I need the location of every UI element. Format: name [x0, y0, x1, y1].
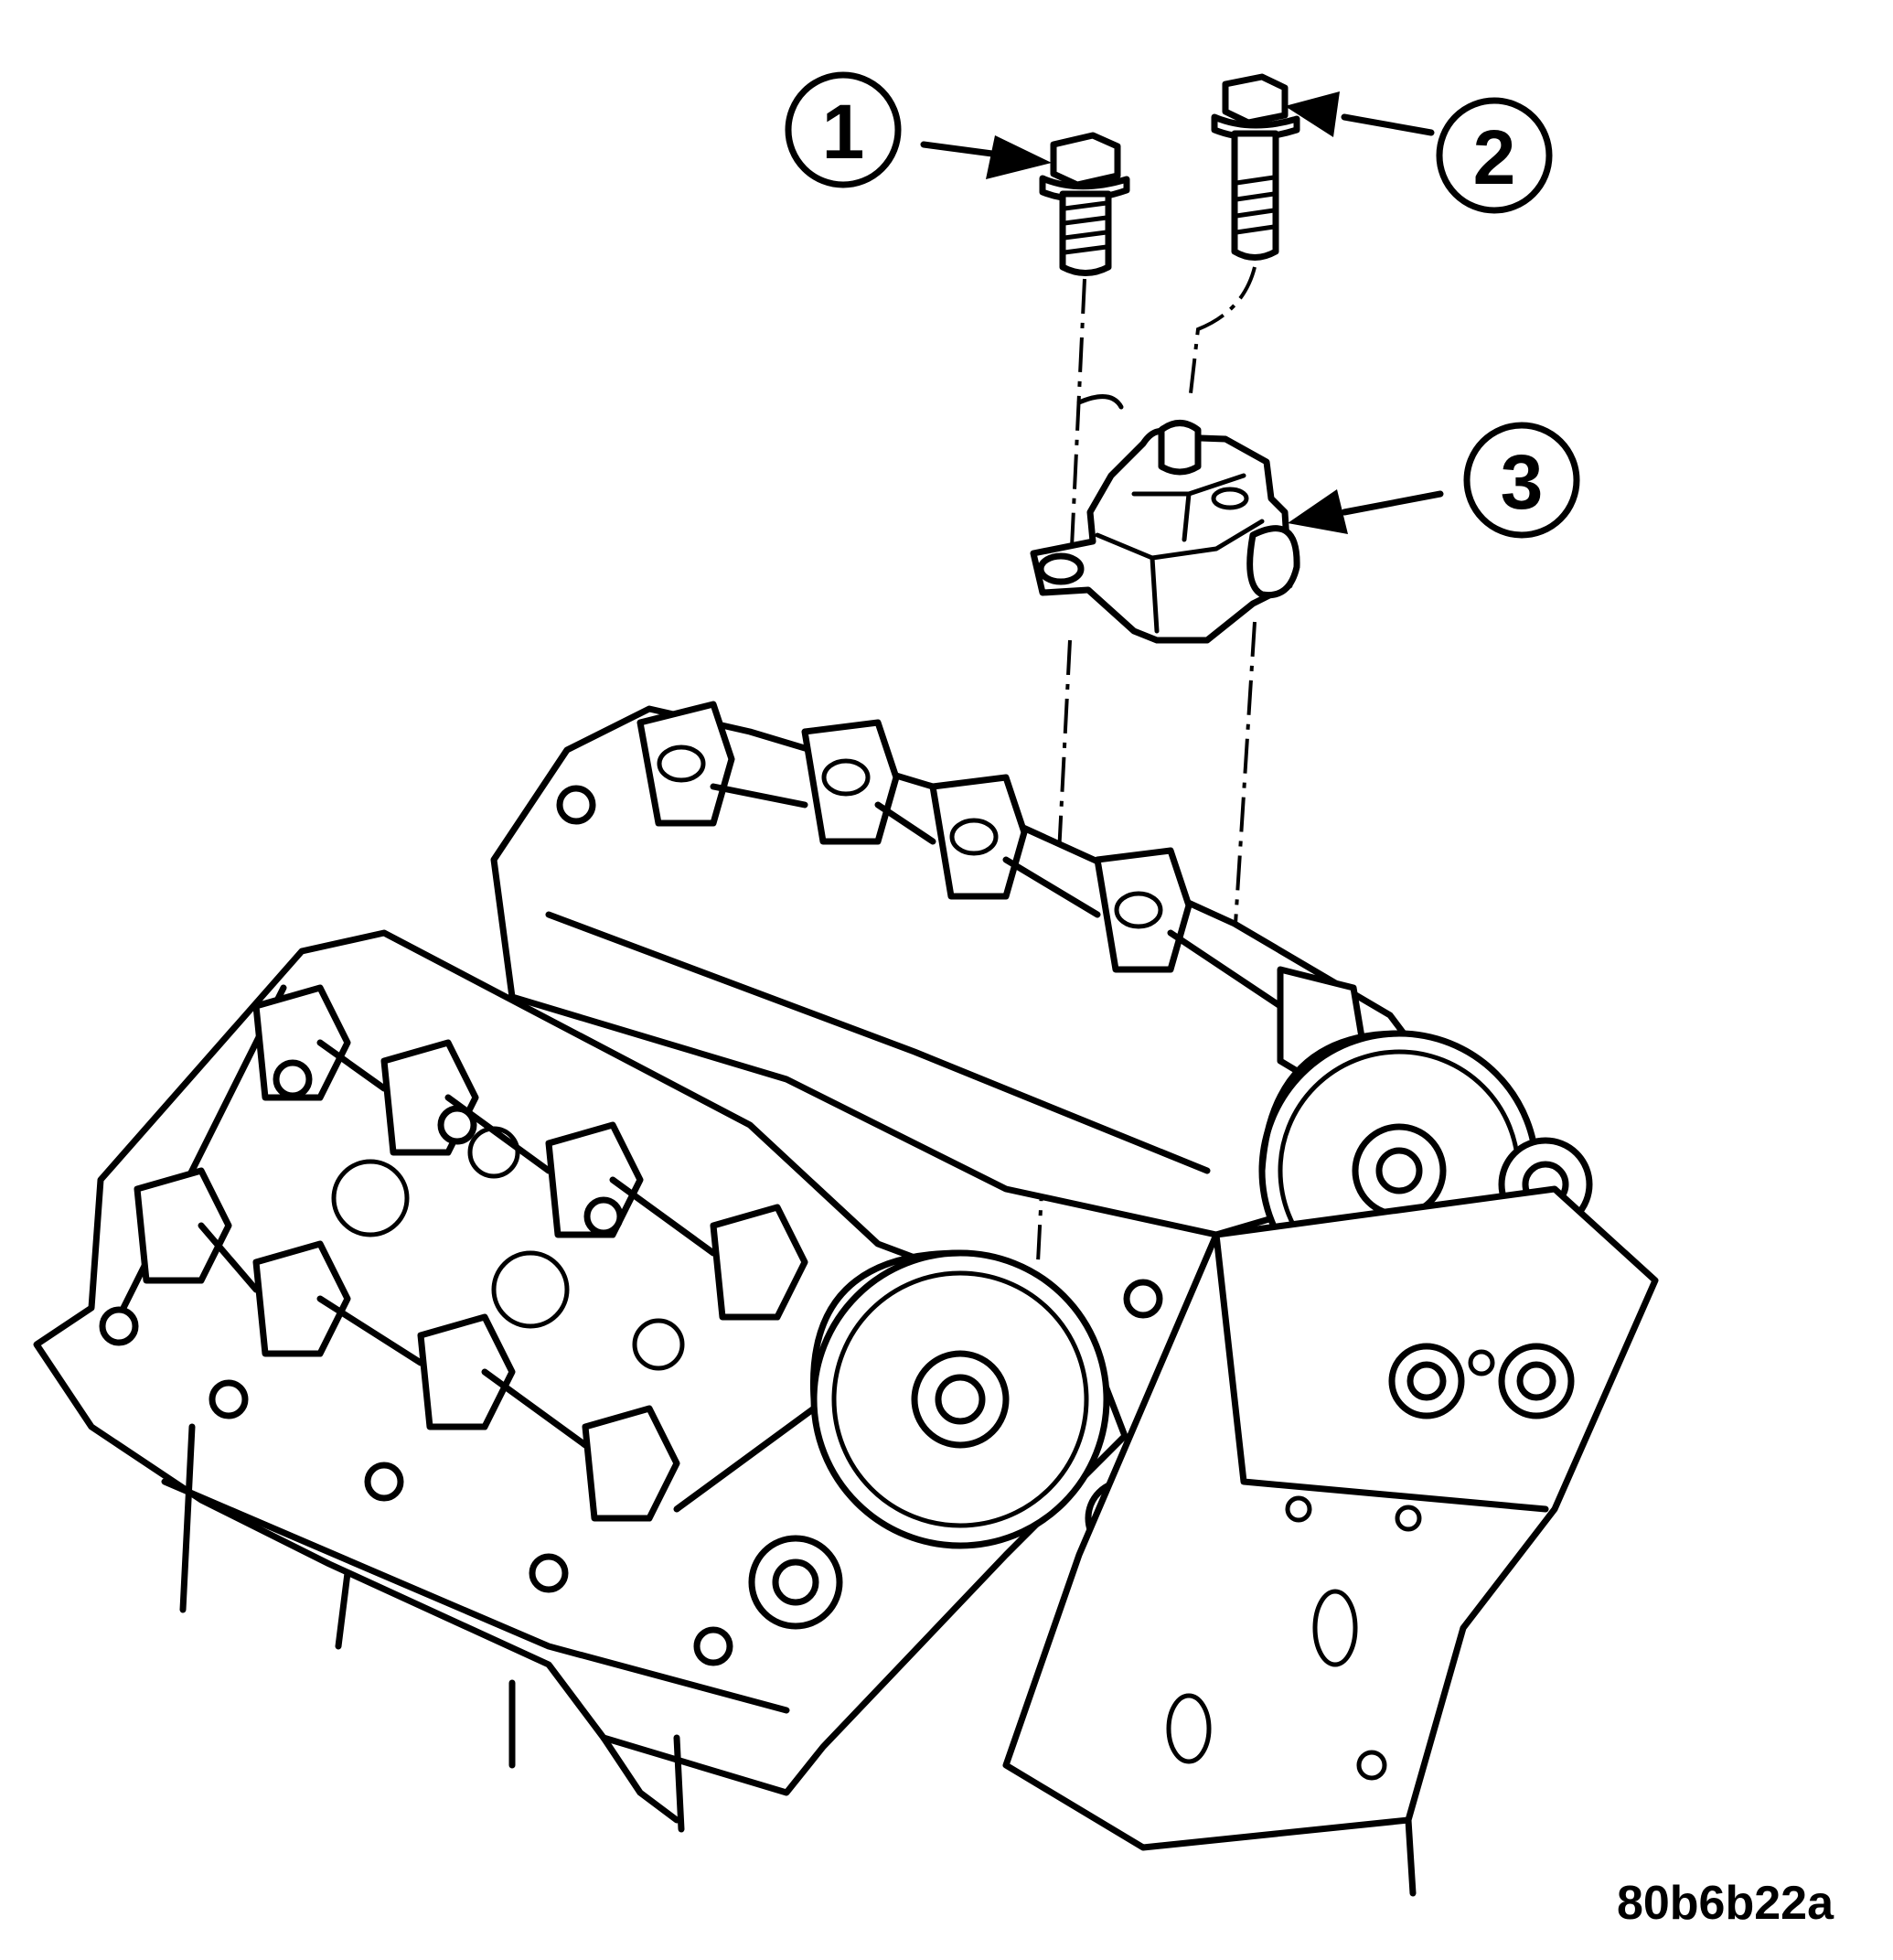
- bolt-1: [1039, 132, 1130, 276]
- callout-2-arrow: [1285, 91, 1435, 137]
- callout-1: 1: [785, 71, 902, 188]
- callout-2-number: 2: [1473, 114, 1516, 200]
- engine-block-front: [1002, 1185, 1659, 1851]
- callout-3: 3: [1463, 422, 1580, 539]
- callout-2: 2: [1436, 97, 1553, 214]
- callout-1-number: 1: [822, 89, 865, 175]
- bolt-2: [1211, 73, 1300, 261]
- left-cam-sprocket: [673, 1249, 1110, 1549]
- lower-block-lines: [179, 1423, 1417, 1897]
- head-bolt-bosses: [99, 785, 1163, 1666]
- tensioner-component: [1030, 420, 1300, 644]
- engine-assembly: [33, 701, 1659, 1897]
- callout-1-arrow: [920, 135, 1052, 179]
- figure-id: 80b6b22a: [1617, 1877, 1834, 1930]
- callout-3-arrow: [1288, 489, 1444, 534]
- callout-3-number: 3: [1501, 439, 1544, 525]
